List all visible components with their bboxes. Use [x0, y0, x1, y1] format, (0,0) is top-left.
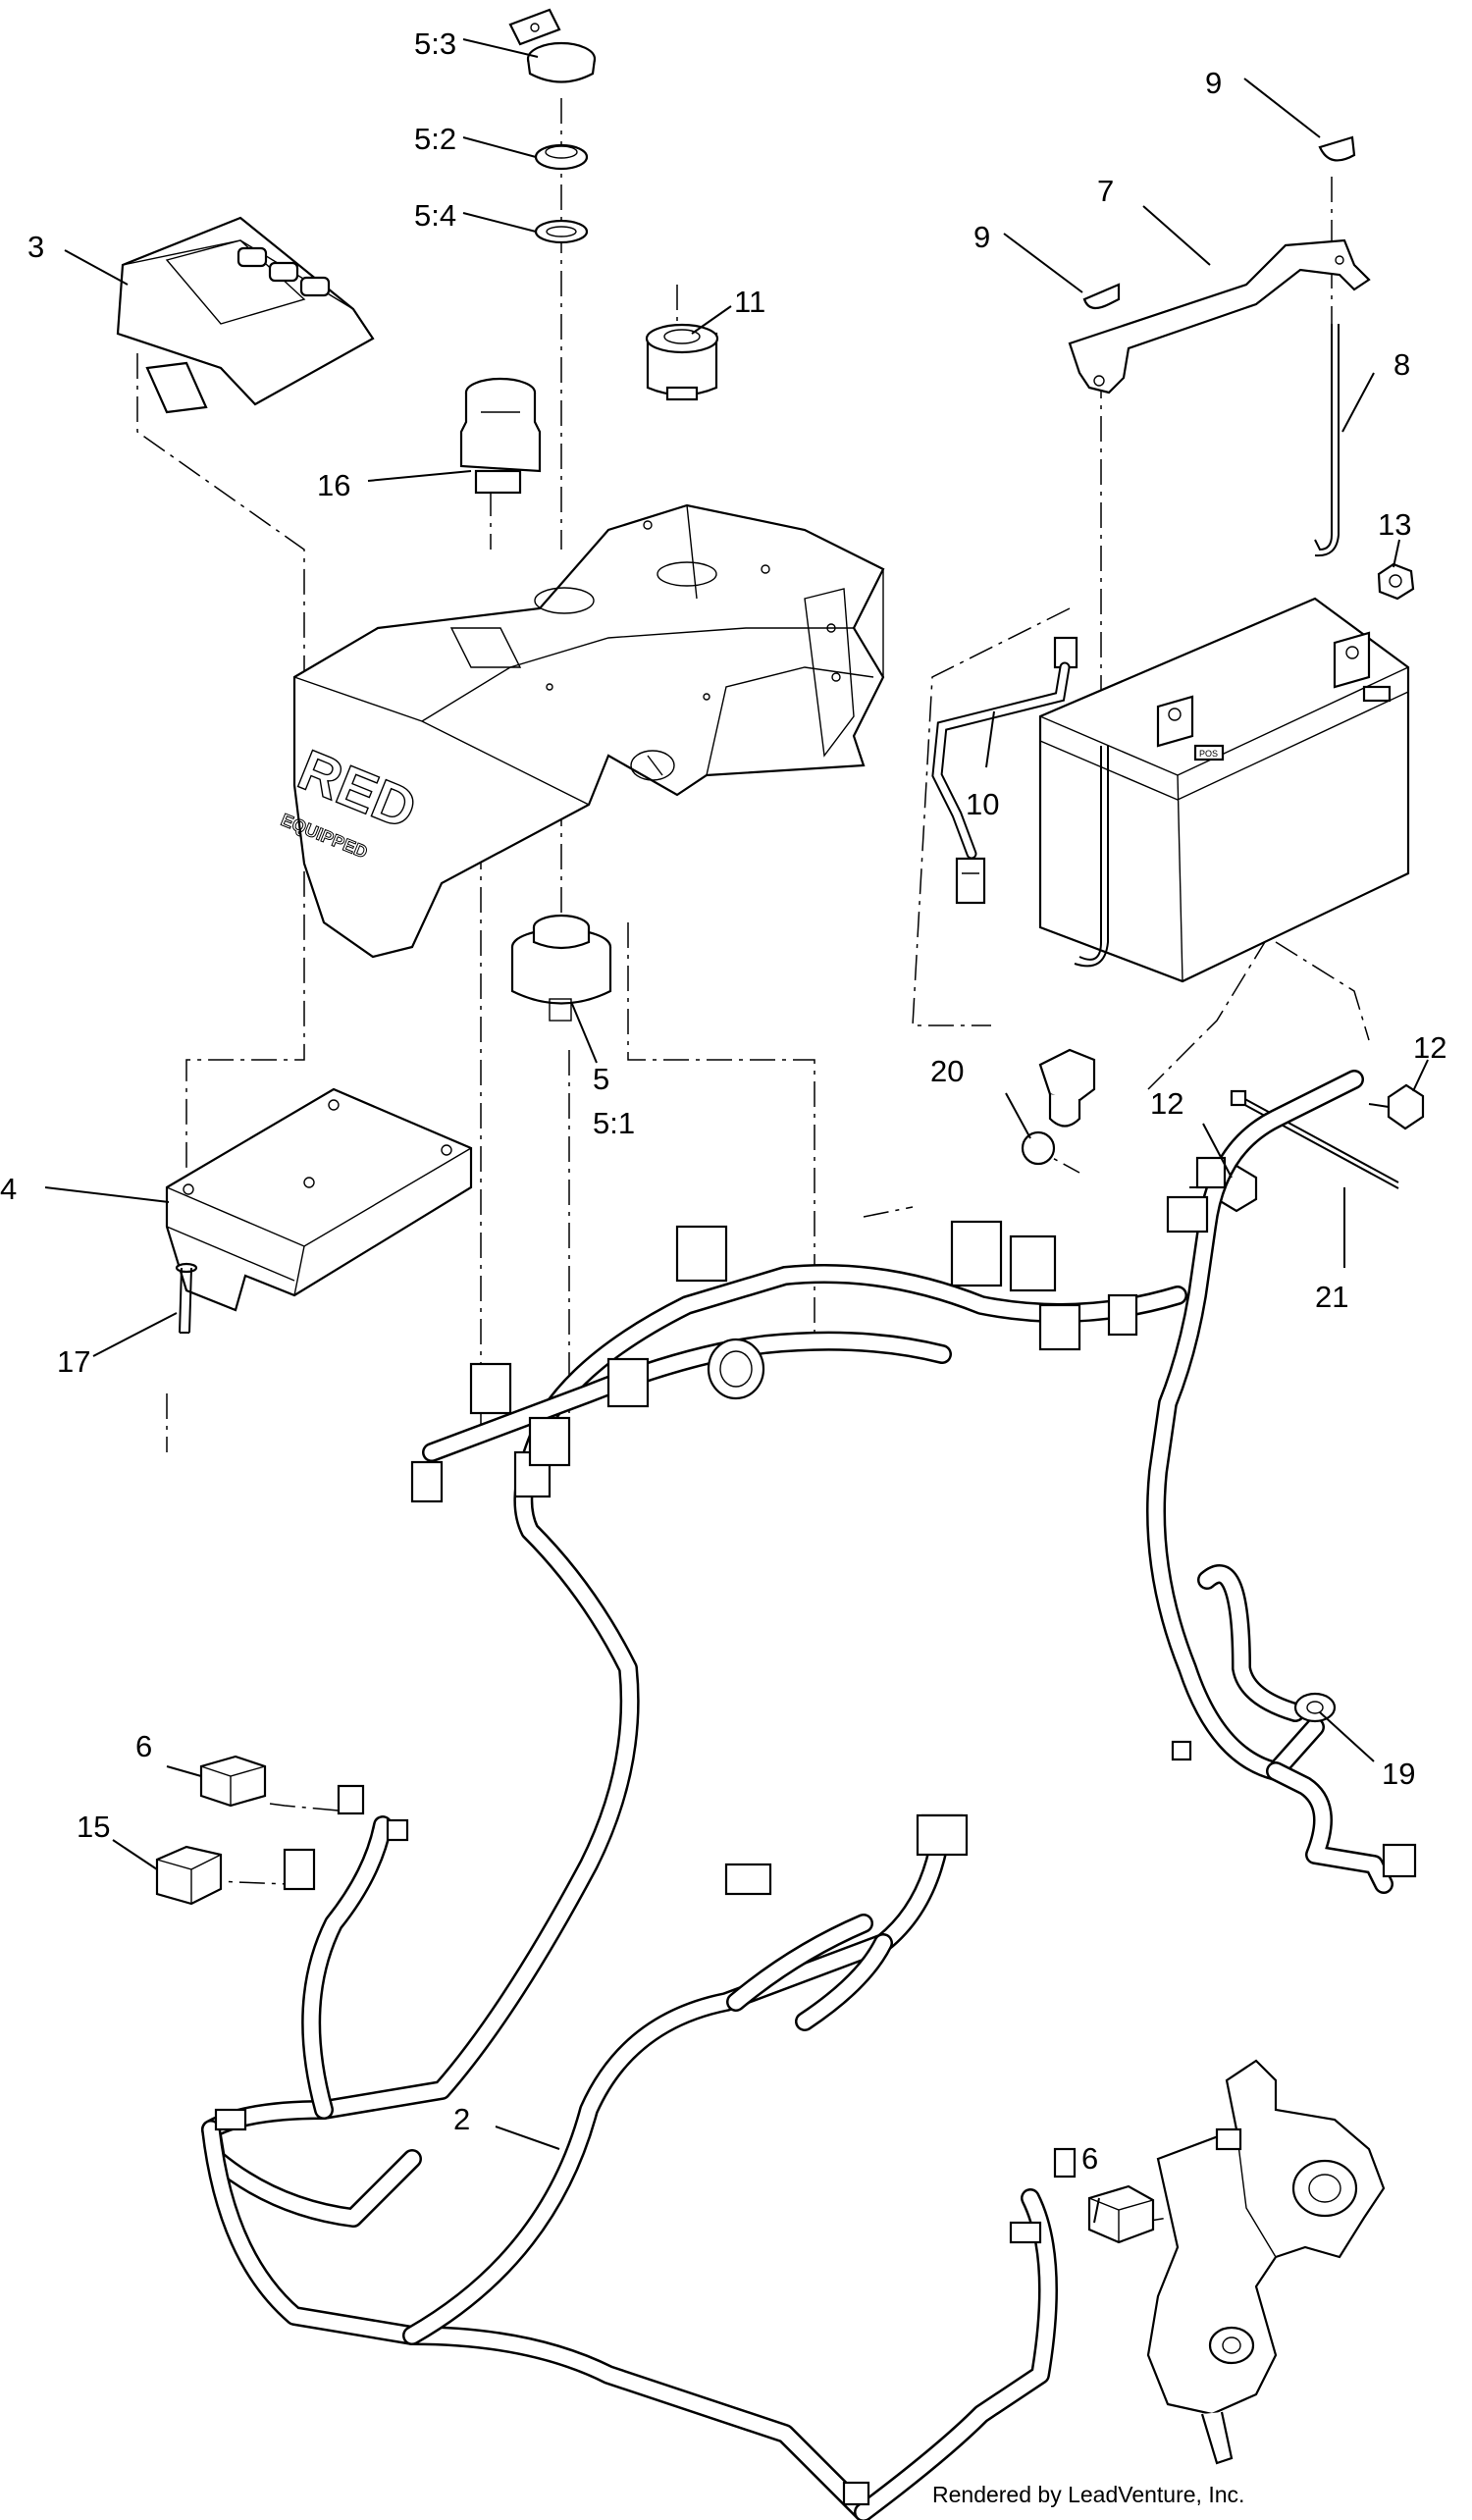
callout-labels: 5:3 5:2 5:4 9 9 7 3 11 8 16 13 10 5 5:1 … — [0, 26, 1446, 2176]
callout-5-4: 5:4 — [414, 198, 456, 233]
battery-part: POS — [1038, 597, 1410, 983]
callout-8: 8 — [1393, 347, 1410, 382]
callout-10: 10 — [966, 787, 999, 821]
relay-part-a — [199, 1755, 365, 1815]
callout-5: 5 — [593, 1062, 609, 1096]
callout-12-left: 12 — [1150, 1086, 1183, 1121]
callout-3: 3 — [27, 230, 44, 264]
callout-5-3: 5:3 — [414, 26, 456, 61]
ignition-switch-part — [510, 914, 612, 1022]
callout-19: 19 — [1382, 1757, 1415, 1791]
display-unit-part — [116, 216, 375, 414]
hex-nut-part — [1377, 562, 1415, 601]
lead-wire-part — [931, 636, 1078, 905]
callout-16: 16 — [317, 468, 350, 502]
callout-12-right: 12 — [1413, 1030, 1446, 1065]
washer-part — [534, 219, 589, 244]
callout-6-lower: 6 — [1081, 2141, 1098, 2176]
relay-part-b — [155, 1845, 316, 1906]
callout-2: 2 — [453, 2102, 470, 2136]
callout-11: 11 — [734, 285, 765, 319]
screw-part — [175, 1262, 198, 1334]
dash-panel: RED EQUIPPED — [278, 503, 885, 959]
callout-9-lower: 9 — [973, 220, 990, 254]
relay-part-c — [1053, 2147, 1155, 2244]
mounting-bracket-part — [1146, 2059, 1386, 2465]
callout-17: 17 — [57, 1344, 90, 1379]
dust-plug-part — [1021, 1048, 1096, 1166]
callout-7: 7 — [1097, 174, 1114, 208]
callout-5-1: 5:1 — [593, 1106, 635, 1140]
callout-21: 21 — [1315, 1280, 1348, 1314]
nut-part — [534, 143, 589, 171]
leader-lines — [44, 38, 1429, 2224]
callout-9-upper: 9 — [1205, 66, 1222, 100]
bolt-part-b — [1368, 1083, 1425, 1130]
callout-13: 13 — [1378, 507, 1411, 542]
battery-pos-tag: POS — [1199, 749, 1218, 759]
key-cap-part — [508, 8, 597, 83]
j-bolt-part — [1314, 324, 1340, 557]
render-credit: Rendered by LeadVenture, Inc. — [932, 2482, 1244, 2507]
harness-connectors — [214, 1156, 1417, 2506]
clip-part-a — [1082, 283, 1121, 310]
control-module-part — [165, 1087, 473, 1312]
power-outlet-part — [645, 323, 719, 401]
callout-6-upper: 6 — [135, 1729, 152, 1763]
callout-15: 15 — [77, 1810, 110, 1844]
main-wiring-harness-part — [201, 1070, 1393, 2520]
switch-part — [459, 377, 542, 495]
callout-20: 20 — [930, 1054, 964, 1088]
callout-5-2: 5:2 — [414, 122, 456, 156]
clip-part-b — [1318, 135, 1356, 162]
callout-4: 4 — [0, 1172, 17, 1206]
battery-bracket-part — [1068, 238, 1371, 394]
